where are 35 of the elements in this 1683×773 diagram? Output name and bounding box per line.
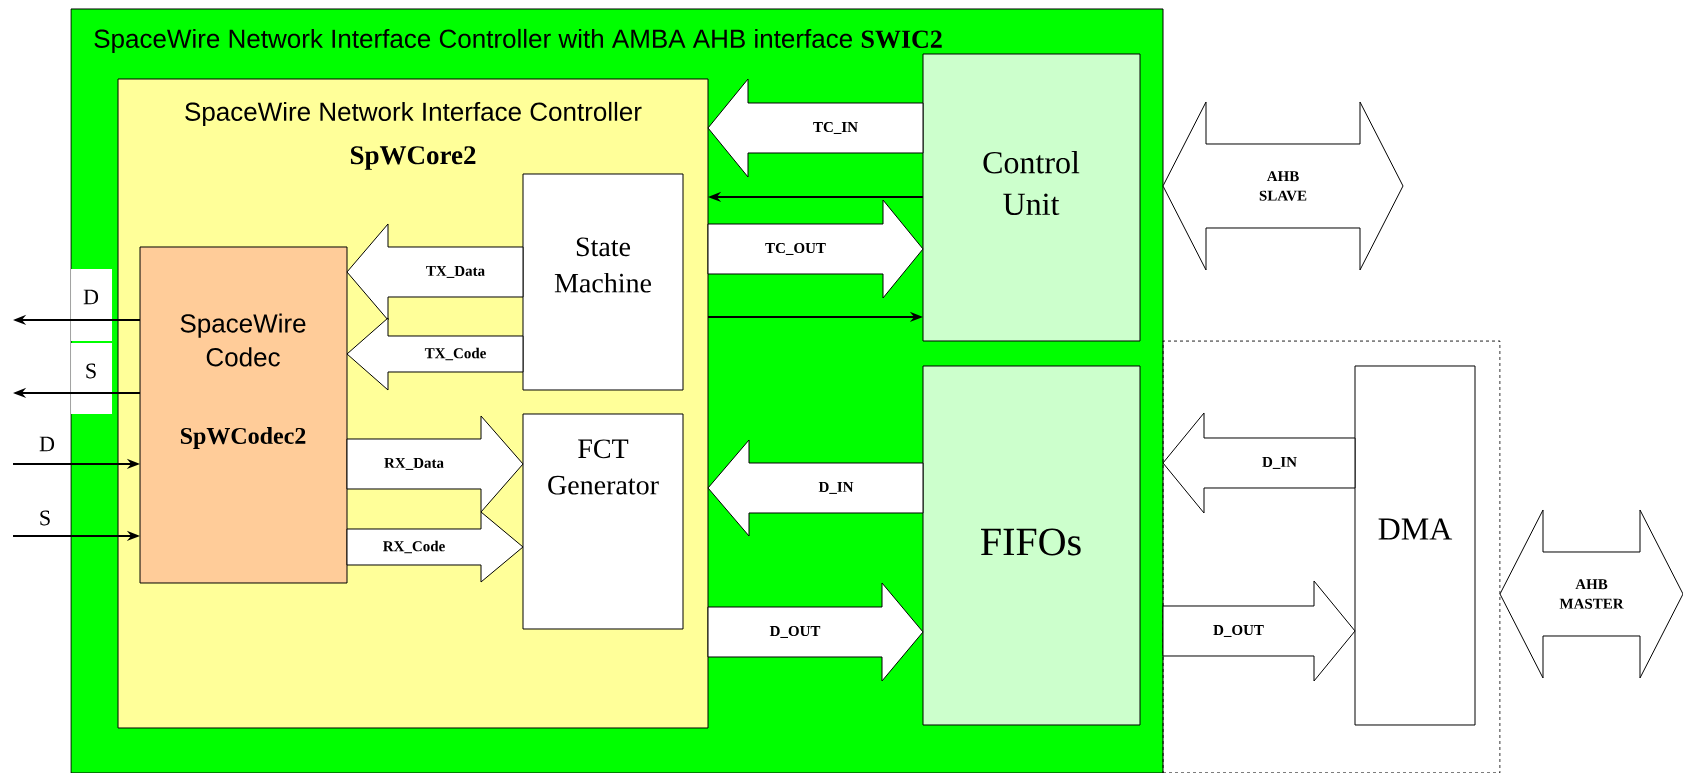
edge-label: AHB MASTER	[1559, 579, 1624, 609]
block-arrow	[346, 415, 524, 513]
edge-label: S	[86, 363, 96, 379]
block-arrow	[346, 317, 524, 391]
edge-label: D_OUT	[769, 626, 821, 638]
block-box: FIFOs	[922, 365, 1141, 726]
edge-label: D_IN	[1262, 457, 1297, 469]
block-box: DMA	[1354, 365, 1476, 726]
block-arrow	[707, 439, 924, 537]
edge-label: S	[40, 510, 50, 526]
block-arrow	[346, 511, 524, 583]
block-arrow	[1162, 412, 1356, 514]
edge-label: TX_Data	[426, 266, 485, 278]
block-box: Control Unit	[922, 53, 1141, 342]
group-box	[1162, 340, 1501, 773]
edge-label: AHB SLAVE	[1259, 171, 1307, 201]
edge-label: D_OUT	[1213, 625, 1264, 637]
block-arrow	[707, 582, 924, 682]
block-arrow	[1162, 101, 1404, 271]
block-arrow	[707, 78, 924, 178]
edge-label: RX_Data	[384, 458, 444, 470]
block-arrow	[707, 199, 924, 299]
edge-label: D	[39, 436, 55, 452]
edge-label: TC_IN	[813, 122, 858, 134]
edge-label: D	[83, 289, 99, 305]
block-arrow	[346, 223, 524, 321]
edge-label: D_IN	[818, 482, 854, 494]
block-box: FCT Generator	[522, 413, 684, 630]
codec-box: SpaceWire Codec SpWCodec2	[139, 246, 348, 584]
edge-label: TC_OUT	[765, 243, 826, 255]
edge-label: RX_Code	[383, 540, 445, 554]
edge-label: TX_Code	[424, 347, 486, 361]
block-arrow	[1499, 509, 1683, 679]
block-box: State Machine	[522, 173, 684, 391]
block-arrow	[1162, 580, 1356, 682]
